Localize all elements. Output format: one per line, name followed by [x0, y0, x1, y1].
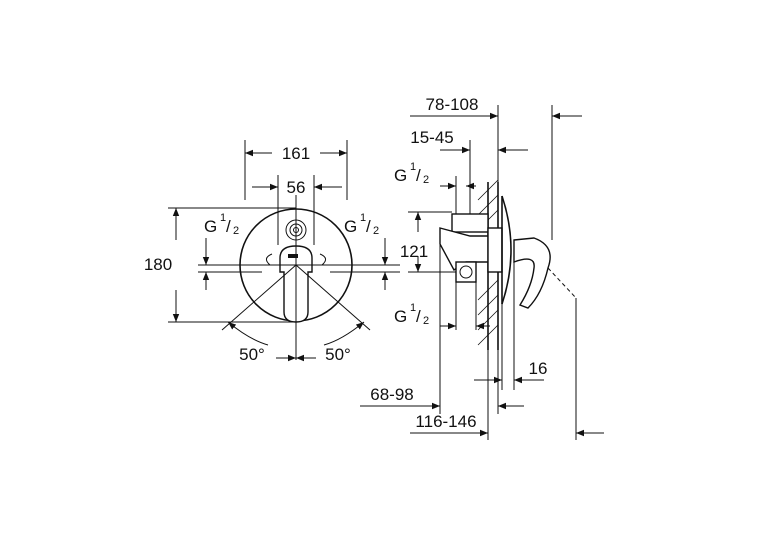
lever-side [513, 237, 551, 309]
valve-body [439, 227, 489, 272]
inlet-bottom [455, 261, 477, 283]
angle-left: 50° [239, 345, 265, 364]
svg-text:/: / [416, 166, 421, 185]
thread-label-right: G 1 / 2 [344, 212, 379, 237]
svg-text:1: 1 [220, 212, 226, 224]
front-view: 161 56 180 G 1 / 2 G 1 / 2 [144, 140, 400, 364]
dim-116-146: 116-146 [415, 412, 476, 431]
svg-text:1: 1 [410, 161, 416, 173]
dim-68-98: 68-98 [370, 385, 413, 404]
svg-text:G: G [394, 307, 407, 326]
svg-text:2: 2 [373, 225, 379, 237]
svg-text:2: 2 [423, 174, 429, 186]
svg-text:1: 1 [410, 302, 416, 314]
dim-16: 16 [529, 359, 548, 378]
angle-right: 50° [325, 345, 351, 364]
inlet-top [451, 213, 489, 233]
dim-161: 161 [282, 144, 310, 163]
thread-label-top: G 1 / 2 [394, 161, 429, 186]
svg-text:G: G [344, 217, 357, 236]
svg-text:2: 2 [233, 225, 239, 237]
thread-label-left: G 1 / 2 [204, 212, 239, 237]
dim-180: 180 [144, 255, 172, 274]
dim-15-45: 15-45 [410, 128, 453, 147]
brand-mark [288, 254, 298, 258]
dim-56: 56 [287, 178, 306, 197]
dim-78-108: 78-108 [426, 95, 479, 114]
thread-label-bottom: G 1 / 2 [394, 302, 429, 327]
svg-text:G: G [204, 217, 217, 236]
svg-text:/: / [416, 307, 421, 326]
svg-text:/: / [366, 217, 371, 236]
svg-text:2: 2 [423, 315, 429, 327]
svg-text:/: / [226, 217, 231, 236]
side-view: 78-108 15-45 G 1 / 2 121 G 1 / 2 [360, 95, 604, 440]
dim-121: 121 [400, 242, 428, 261]
svg-text:1: 1 [360, 212, 366, 224]
svg-text:G: G [394, 166, 407, 185]
